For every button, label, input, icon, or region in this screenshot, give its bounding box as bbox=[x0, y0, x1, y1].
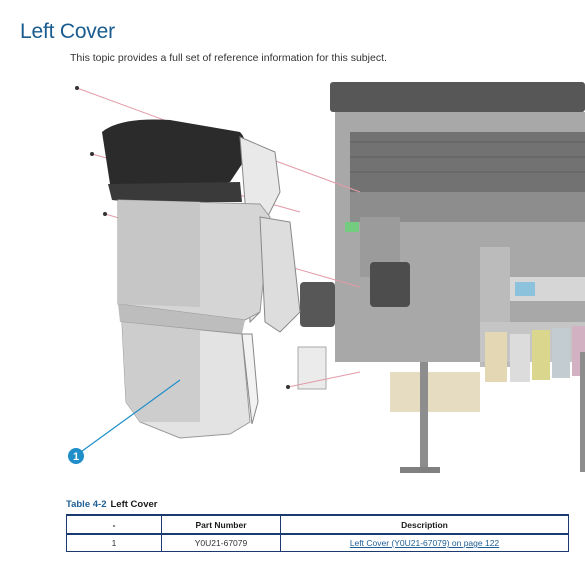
printer-body bbox=[297, 82, 585, 473]
page-title: Left Cover bbox=[20, 20, 115, 43]
callout-leader bbox=[77, 379, 181, 455]
guide-points bbox=[75, 86, 290, 389]
table-row: 1 Y0U21-67079 Left Cover (Y0U21-67079) o… bbox=[66, 533, 569, 552]
table-header-row: - Part Number Description bbox=[66, 514, 569, 535]
column-header-index: - bbox=[66, 514, 162, 535]
row-index: 1 bbox=[66, 533, 162, 552]
parts-table: - Part Number Description 1 Y0U21-67079 … bbox=[66, 514, 569, 552]
row-description-link[interactable]: Left Cover (Y0U21-67079) on page 122 bbox=[280, 533, 569, 552]
table-caption-title: Left Cover bbox=[110, 499, 158, 510]
callout-badge bbox=[68, 448, 84, 464]
column-header-description: Description bbox=[280, 514, 569, 535]
intro-text: This topic provides a full set of refere… bbox=[70, 52, 387, 64]
column-header-part-number: Part Number bbox=[161, 514, 281, 535]
left-cover-part bbox=[102, 119, 301, 439]
table-caption-number: Table 4-2 bbox=[66, 499, 107, 510]
exploded-view-illustration: 1 bbox=[60, 72, 585, 492]
callout-number: 1 bbox=[73, 451, 79, 463]
row-part-number: Y0U21-67079 bbox=[161, 533, 281, 552]
